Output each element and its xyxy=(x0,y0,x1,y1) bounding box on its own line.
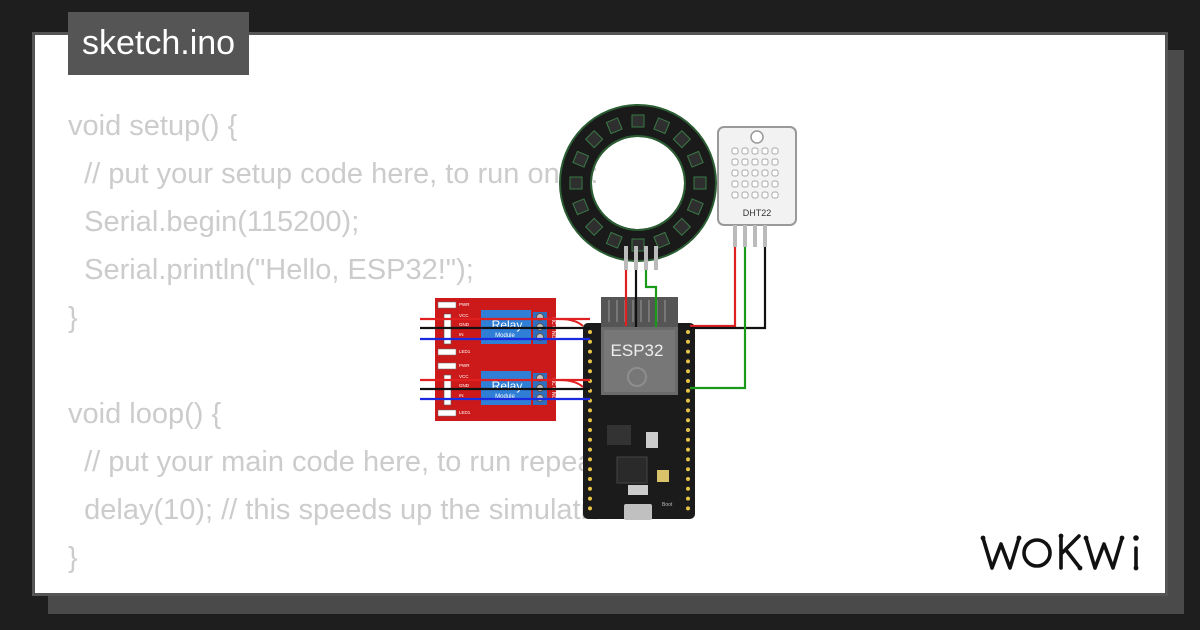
relay-subtitle: Module xyxy=(495,394,515,400)
neopixel-led xyxy=(686,198,704,216)
grille-slot xyxy=(761,191,769,199)
grille-slot xyxy=(771,147,779,155)
usb-port xyxy=(624,504,652,520)
wire-dht-vcc xyxy=(690,247,737,328)
grille-slot xyxy=(771,169,779,177)
relay-pin-label: IN xyxy=(459,332,464,337)
neopixel-led xyxy=(653,117,671,135)
grille-slot xyxy=(771,191,779,199)
code-line: Serial.println("Hello, ESP32!"); xyxy=(68,254,474,286)
relay-subtitle: Module xyxy=(495,333,515,339)
grille-slot xyxy=(751,191,759,199)
neopixel-led xyxy=(584,217,604,237)
grille-slot xyxy=(731,180,739,188)
neopixel-led xyxy=(631,114,645,128)
esp32-board[interactable]: ESP32 Boot xyxy=(583,297,695,520)
neopixel-led xyxy=(605,231,623,249)
wire-ring-data xyxy=(644,270,658,327)
boot-button-label: Boot xyxy=(662,502,673,508)
wire-dht-gnd xyxy=(690,247,767,330)
grille-slot xyxy=(751,147,759,155)
relay-pin-label: IN xyxy=(459,393,464,398)
grille-slot xyxy=(741,169,749,177)
code-line: } xyxy=(68,302,78,334)
grille-slot xyxy=(771,158,779,166)
neopixel-led xyxy=(572,198,590,216)
grille-slot xyxy=(741,147,749,155)
grille-slot xyxy=(751,169,759,177)
neopixel-led xyxy=(686,150,704,168)
grille-slot xyxy=(741,180,749,188)
esp32-pin-headers xyxy=(588,330,690,511)
grille-slot xyxy=(731,191,739,199)
wire-relay2-vcc-tail xyxy=(559,379,584,388)
grille-slot xyxy=(741,191,749,199)
neopixel-led xyxy=(584,129,604,149)
neopixel-led xyxy=(572,150,590,168)
file-name-tab: sketch.ino xyxy=(68,12,250,75)
wokwi-logo[interactable] xyxy=(978,526,1150,578)
grille-slot xyxy=(731,147,739,155)
grille-slot xyxy=(741,158,749,166)
relay-pin-label: GND xyxy=(459,383,470,388)
neopixel-led xyxy=(653,231,671,249)
dht22-grille xyxy=(731,147,779,199)
circuit-wires xyxy=(420,247,767,401)
relay-pin-label: LED1 xyxy=(459,349,471,354)
wire-dht-data xyxy=(690,247,747,390)
relay-pin-label: VCC xyxy=(459,313,469,318)
esp32-label: ESP32 xyxy=(611,341,664,360)
neopixel-led xyxy=(693,176,707,190)
neopixel-led xyxy=(672,217,692,237)
grille-slot xyxy=(761,180,769,188)
dht22-label: DHT22 xyxy=(743,208,772,218)
grille-slot xyxy=(771,180,779,188)
relay-pin-label: VCC xyxy=(459,374,469,379)
wire-relay1-vcc-tail xyxy=(559,318,584,327)
grille-slot xyxy=(761,169,769,177)
neopixel-led xyxy=(672,129,692,149)
dht22-sensor[interactable]: DHT22 xyxy=(717,126,797,247)
grille-slot xyxy=(751,158,759,166)
grille-slot xyxy=(731,169,739,177)
neopixel-ring[interactable] xyxy=(559,104,717,270)
code-line: } xyxy=(68,542,78,574)
grille-slot xyxy=(761,158,769,166)
grille-slot xyxy=(761,147,769,155)
relay-pin-label: PWR xyxy=(459,363,470,368)
relay-pin-label: LED1 xyxy=(459,410,471,415)
neopixel-led xyxy=(605,117,623,135)
code-line: Serial.begin(115200); xyxy=(68,206,360,238)
code-line: void loop() { xyxy=(68,398,222,430)
grille-slot xyxy=(751,180,759,188)
relay-pin-label: PWR xyxy=(459,302,470,307)
ring-pixels xyxy=(569,114,707,252)
relay-pin-label: GND xyxy=(459,322,470,327)
grille-slot xyxy=(731,158,739,166)
neopixel-led xyxy=(569,176,583,190)
code-line: void setup() { xyxy=(68,110,238,142)
code-line: delay(10); // this speeds up the simulat… xyxy=(68,494,620,526)
